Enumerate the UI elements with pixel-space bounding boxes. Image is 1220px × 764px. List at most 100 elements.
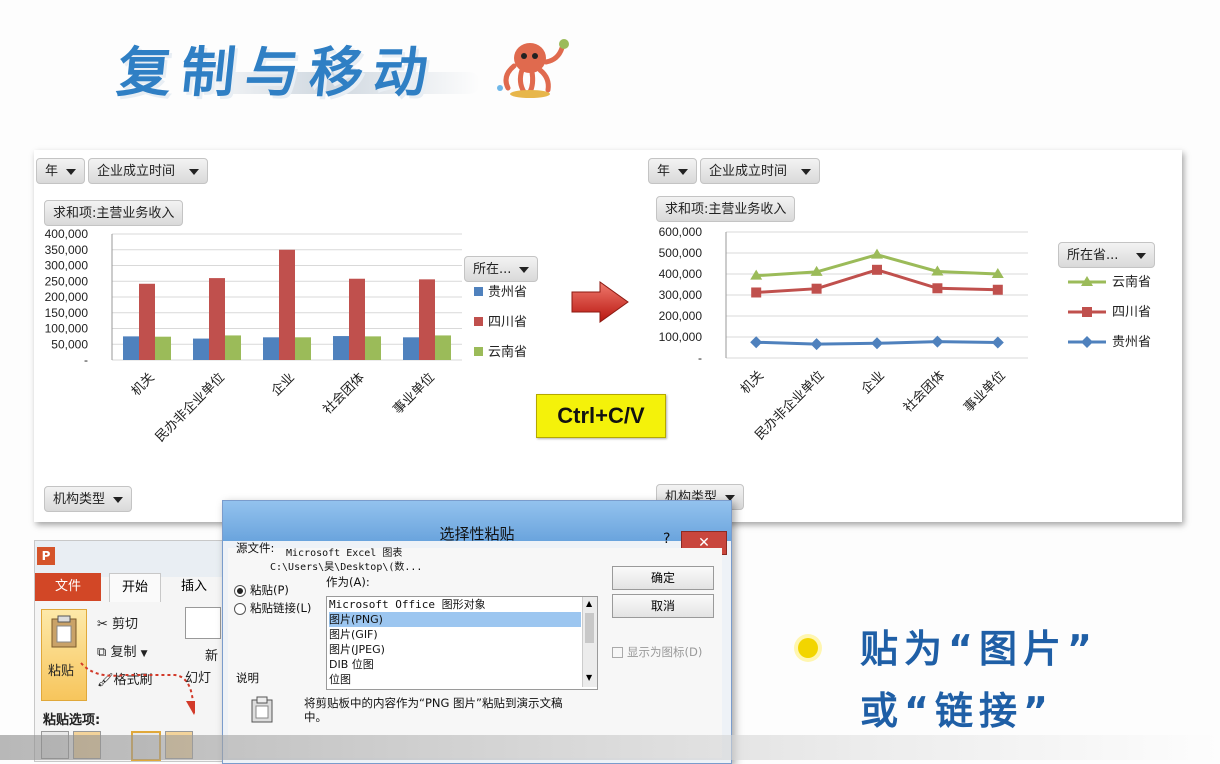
paste-as-listbox[interactable]: Microsoft Office 图形对象 图片(PNG) 图片(GIF) 图片… [326, 596, 598, 690]
legend-field-dropdown-right[interactable]: 所在省... [1058, 242, 1156, 268]
bar [435, 335, 451, 360]
y-tick-label: 500,000 [659, 246, 703, 260]
value-field-label: 求和项:主营业务收入 [53, 206, 175, 221]
list-item[interactable]: DIB 位图 [329, 658, 374, 671]
scroll-thumb[interactable] [585, 613, 594, 643]
y-tick-label: 150,000 [45, 306, 89, 320]
y-tick-label: 50,000 [51, 337, 88, 351]
bar [419, 279, 435, 360]
cancel-button[interactable]: 取消 [612, 594, 714, 618]
chevron-down-icon: ▼ [140, 649, 148, 659]
point-marker [811, 283, 822, 294]
filter-year-dropdown[interactable]: 年 [36, 158, 86, 184]
radio-paste-circle [234, 584, 246, 597]
chevron-down-icon [66, 168, 77, 175]
bar [365, 336, 381, 360]
description-text: 将剪贴板中的内容作为“PNG 图片”粘贴到演示文稿中。 [304, 696, 563, 724]
list-item[interactable]: 位图 [329, 673, 351, 686]
note-line-2: 或“链接” [860, 689, 1054, 733]
value-field-label: 求和项:主营业务收入 [665, 202, 787, 217]
row-field-dropdown[interactable]: 机构类型 [44, 486, 133, 512]
filter-year-label: 年 [657, 164, 671, 179]
cut-button[interactable]: ✂ 剪切 [97, 613, 138, 632]
chevron-down-icon [113, 496, 124, 503]
help-icon[interactable]: ? [663, 531, 671, 547]
legend-label: 贵州省 [1112, 335, 1151, 350]
new-slide-label-b: 幻灯 [185, 671, 212, 686]
ribbon-title-bar [35, 541, 235, 577]
legend-label: 云南省 [488, 344, 527, 360]
tab-file[interactable]: 文件 [35, 573, 101, 601]
clipboard-icon [51, 615, 77, 648]
copy-label: 复制 [110, 645, 137, 660]
list-item-selected[interactable]: 图片(PNG) [329, 612, 581, 627]
bullet-dot [798, 638, 818, 658]
value-field-button[interactable]: 求和项:主营业务收入 [44, 200, 184, 226]
scroll-up-icon[interactable]: ▲ [586, 599, 593, 608]
legend-marker [474, 317, 483, 326]
show-as-icon-checkbox[interactable]: 显示为图标(D) [612, 644, 702, 660]
point-marker [750, 269, 763, 280]
scissors-icon: ✂ [97, 617, 108, 632]
filter-year-label: 年 [45, 164, 59, 179]
legend-marker [1082, 307, 1092, 317]
point-marker [810, 338, 823, 351]
bar [295, 337, 311, 360]
chevron-down-icon [678, 168, 689, 175]
bar [139, 283, 155, 360]
format-painter-label: 格式刷 [113, 673, 153, 688]
point-marker [750, 336, 763, 349]
radio-paste-link[interactable]: 粘贴链接(L) [234, 600, 311, 616]
radio-paste-link-label: 粘贴链接(L) [250, 601, 312, 615]
x-tick-label: 事业单位 [961, 368, 1008, 415]
new-slide-label-a: 新 [205, 649, 219, 664]
radio-paste[interactable]: 粘贴(P) [234, 582, 289, 598]
point-marker [751, 287, 762, 298]
listbox-scrollbar[interactable]: ▲ ▼ [582, 597, 597, 687]
filter-date-label: 企业成立时间 [709, 164, 788, 179]
radio-paste-label: 粘贴(P) [250, 583, 289, 597]
filter-date-dropdown-right[interactable]: 企业成立时间 [700, 158, 821, 184]
y-tick-label: 250,000 [45, 274, 89, 288]
new-slide-icon [185, 607, 221, 639]
filter-date-label: 企业成立时间 [97, 164, 176, 179]
bar [225, 335, 241, 360]
copy-button[interactable]: ⧉ 复制 ▼ [97, 641, 148, 660]
legend-marker [474, 287, 483, 296]
note-line-1: 贴为“图片” [860, 627, 1098, 671]
legend-marker [1081, 336, 1093, 348]
show-as-icon-label: 显示为图标(D) [627, 645, 703, 659]
y-tick-label: 350,000 [45, 243, 89, 257]
format-painter-button[interactable]: 🖌格式刷 [97, 669, 153, 688]
right-arrow-icon [570, 280, 630, 328]
y-tick-label: 200,000 [659, 309, 703, 323]
value-field-button-right[interactable]: 求和项:主营业务收入 [656, 196, 796, 222]
point-marker [991, 268, 1004, 278]
tab-insert[interactable]: 插入 [180, 579, 207, 594]
filter-year-dropdown-right[interactable]: 年 [648, 158, 698, 184]
list-item[interactable]: Microsoft Office 图形对象 [329, 598, 486, 611]
list-item[interactable]: 图片(JPEG) [329, 643, 385, 656]
point-marker [931, 265, 944, 276]
legend-field-dropdown[interactable]: 所在... [464, 256, 539, 282]
scroll-down-icon[interactable]: ▼ [586, 673, 593, 682]
bar [279, 249, 295, 360]
point-marker [992, 284, 1003, 295]
bar [349, 278, 365, 360]
point-marker [871, 248, 883, 259]
y-tick-label: 600,000 [659, 225, 703, 239]
bar [209, 278, 225, 360]
bar [333, 336, 349, 360]
point-marker [810, 265, 823, 276]
list-item[interactable]: 图片(GIF) [329, 628, 378, 641]
description-label: 说明 [236, 671, 259, 685]
powerpoint-ribbon: P 文件 开始 插入 粘贴 ✂ 剪切 ⧉ 复制 ▼ 🖌格式刷 新 幻灯 粘贴选项… [34, 540, 236, 762]
ok-button[interactable]: 确定 [612, 566, 714, 590]
tab-home[interactable]: 开始 [109, 573, 161, 602]
y-tick-label: 400,000 [659, 267, 703, 281]
as-label: 作为(A): [326, 575, 370, 589]
filter-date-dropdown[interactable]: 企业成立时间 [88, 158, 209, 184]
chevron-down-icon [189, 168, 200, 175]
paste-button[interactable]: 粘贴 [41, 609, 87, 701]
